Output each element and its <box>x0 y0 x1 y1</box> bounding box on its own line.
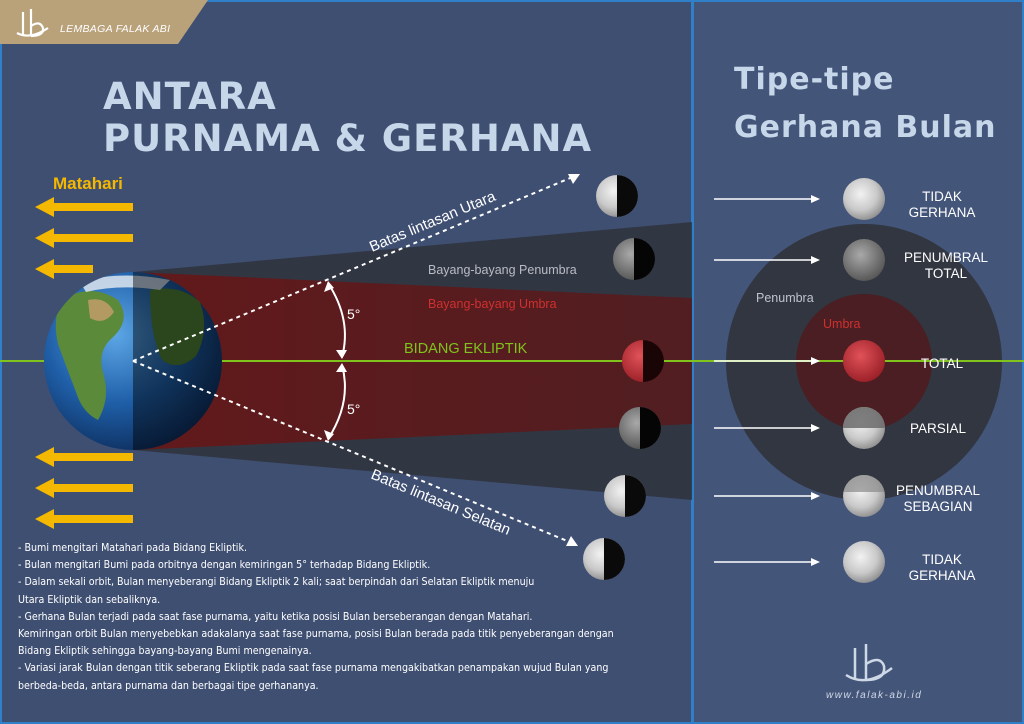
type-label-tidak-gerhana-1: TIDAK GERHANA <box>872 189 1012 221</box>
angle-label-bottom: 5° <box>347 401 361 417</box>
note-line: - Dalam sekali orbit, Bulan menyeberangi… <box>18 576 535 589</box>
brand-name: LEMBAGA FALAK ABI <box>60 23 171 35</box>
brand-logo-icon <box>16 9 49 38</box>
type-label-line2: TOTAL <box>924 266 968 281</box>
note-line: Utara Ekliptik dan sebaliknya. <box>18 593 161 606</box>
type-label-line1: TOTAL <box>920 356 964 371</box>
note-line: - Bulan mengitari Bumi pada orbitnya den… <box>18 559 431 572</box>
angle-arcs <box>324 281 347 441</box>
website-link[interactable]: www.falak-abi.id <box>826 690 923 701</box>
note-line: - Gerhana Bulan terjadi pada saat fase p… <box>18 610 533 623</box>
moon-full-icon <box>843 178 885 220</box>
umbra-shadow-label: Bayang-bayang Umbra <box>428 297 557 311</box>
type-arrows <box>714 195 820 566</box>
south-limit-arrow-icon <box>566 536 578 546</box>
sun-arrow-icon <box>35 447 133 467</box>
note-line: Kemiringan orbit Bulan menyebebkan adaka… <box>18 628 614 641</box>
moon-icon <box>613 238 655 280</box>
type-label-penumbral-total: PENUMBRAL TOTAL <box>876 250 1016 282</box>
sun-arrows <box>35 197 133 529</box>
sun-arrow-icon <box>35 197 133 217</box>
type-label-line1: PENUMBRAL <box>895 483 981 498</box>
type-label-line2: GERHANA <box>908 205 976 220</box>
ecliptic-label: BIDANG EKLIPTIK <box>404 341 528 357</box>
sun-label: Matahari <box>53 174 123 193</box>
umbra-circle-label: Umbra <box>823 317 861 331</box>
sun-arrow-icon <box>35 478 133 498</box>
angle-label-top: 5° <box>347 306 361 322</box>
footer-logo-icon <box>845 644 893 682</box>
sun-arrow-icon <box>35 228 133 248</box>
right-title-line2: Gerhana Bulan <box>734 110 997 145</box>
type-label-penumbral-sebagian: PENUMBRAL SEBAGIAN <box>868 483 1008 515</box>
type-label-line1: TIDAK <box>922 552 962 567</box>
type-label-line2: SEBAGIAN <box>903 499 973 514</box>
explanation-notes: - Bumi mengitari Matahari pada Bidang Ek… <box>18 540 614 695</box>
moon-penumbral-icon <box>843 239 885 281</box>
page-title-line1: ANTARA <box>103 75 277 118</box>
red-moon-icon <box>622 340 664 382</box>
north-limit-arrow-icon <box>568 174 580 184</box>
moon-full-icon <box>843 541 885 583</box>
type-label-line1: PENUMBRAL <box>903 250 989 265</box>
note-line: berbeda-beda, antara purnama dan berbaga… <box>18 679 319 692</box>
page-title-line2: PURNAMA & GERHANA <box>103 117 593 160</box>
type-label-line2: GERHANA <box>908 568 976 583</box>
moon-icon <box>583 538 625 580</box>
moon-icon <box>619 407 661 449</box>
type-label-total: TOTAL <box>872 356 1012 372</box>
type-label-line1: PARSIAL <box>909 421 967 436</box>
type-label-line1: TIDAK <box>922 189 962 204</box>
moon-partial-icon <box>843 407 885 449</box>
moon-icon <box>604 475 646 517</box>
moon-icon <box>596 175 638 217</box>
penumbra-shadow-label: Bayang-bayang Penumbra <box>428 263 577 277</box>
red-moon-icon <box>843 340 885 382</box>
brand-badge <box>0 0 208 44</box>
penumbra-circle-label: Penumbra <box>756 291 814 305</box>
type-label-parsial: PARSIAL <box>868 421 1008 437</box>
note-line: Bidang Ekliptik sehingga bayang-bayang B… <box>18 645 312 658</box>
note-line: - Variasi jarak Bulan dengan titik seber… <box>18 662 609 675</box>
type-label-tidak-gerhana-2: TIDAK GERHANA <box>872 552 1012 584</box>
sun-arrow-icon <box>35 259 93 279</box>
moon-penumbral-partial-icon <box>843 475 885 517</box>
sun-arrow-icon <box>35 509 133 529</box>
right-title-line1: Tipe-tipe <box>734 62 895 97</box>
note-line: - Bumi mengitari Matahari pada Bidang Ek… <box>18 542 248 554</box>
